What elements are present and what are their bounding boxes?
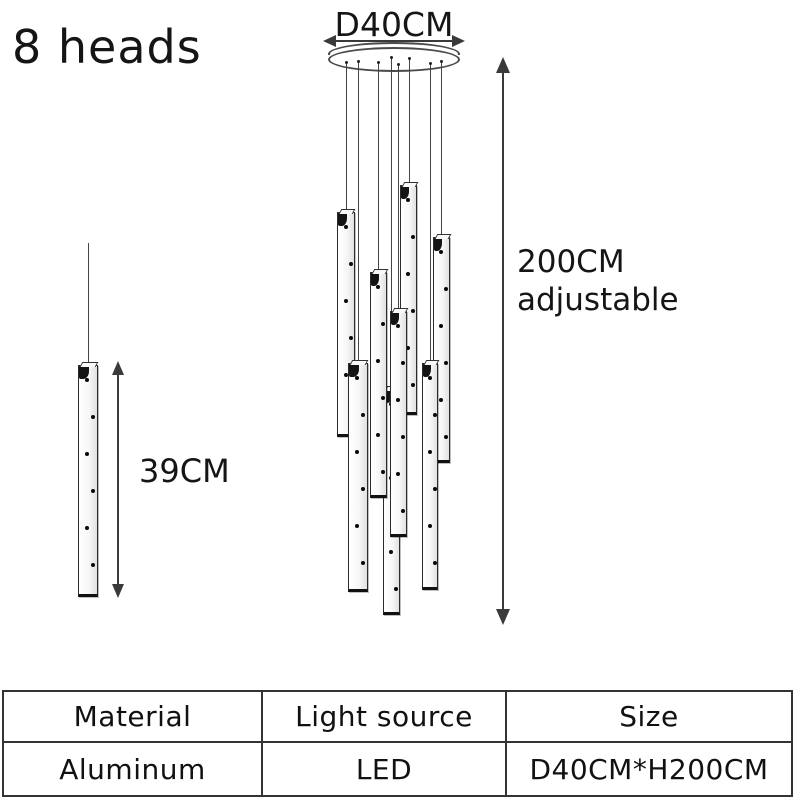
led-dot xyxy=(344,225,348,229)
led-dot xyxy=(406,346,410,350)
suspension-wire xyxy=(346,63,347,214)
pendant-tube xyxy=(422,363,438,590)
led-dot xyxy=(401,361,405,365)
arrow-down-icon xyxy=(112,584,124,598)
led-dot xyxy=(406,272,410,276)
arrow-up-icon xyxy=(496,57,510,73)
led-dot xyxy=(394,587,398,591)
led-dot xyxy=(411,309,415,313)
led-dot xyxy=(401,509,405,513)
arrow-right-icon xyxy=(452,35,465,47)
spec-header-light-source: Light source xyxy=(263,692,507,743)
suspension-wire xyxy=(398,65,399,313)
led-dot xyxy=(349,336,353,340)
led-dot xyxy=(355,450,359,454)
spec-header-size: Size xyxy=(507,692,791,743)
led-dot xyxy=(91,415,95,419)
pendant-tube xyxy=(370,272,387,498)
led-dot xyxy=(361,413,365,417)
led-dot xyxy=(349,262,353,266)
wire-attachment-dot xyxy=(357,60,360,63)
led-dot xyxy=(376,285,380,289)
led-dot xyxy=(381,470,385,474)
led-dot xyxy=(381,322,385,326)
arrow-down-icon xyxy=(496,609,510,625)
led-dot xyxy=(444,361,448,365)
led-dot xyxy=(433,487,437,491)
wire-attachment-dot xyxy=(429,62,432,65)
wire-attachment-dot xyxy=(440,60,443,63)
led-dot xyxy=(396,398,400,402)
led-dot xyxy=(376,433,380,437)
arrow-up-icon xyxy=(112,361,124,375)
led-dot xyxy=(355,524,359,528)
suspension-wire xyxy=(88,243,89,367)
spec-value-light-source: LED xyxy=(263,743,507,795)
suspension-wire xyxy=(441,62,442,239)
led-dot xyxy=(411,383,415,387)
single-height-arrow-line xyxy=(117,374,119,586)
canopy-plate xyxy=(328,47,460,72)
led-dot xyxy=(376,359,380,363)
led-dot xyxy=(433,561,437,565)
suspension-wire xyxy=(358,62,359,365)
canopy-diameter-label: D40CM xyxy=(334,5,454,44)
led-dot xyxy=(439,398,443,402)
diameter-arrow-line xyxy=(327,40,461,42)
led-dot xyxy=(396,324,400,328)
led-dot xyxy=(439,250,443,254)
led-dot xyxy=(91,489,95,493)
wire-attachment-dot xyxy=(345,61,348,64)
heads-count-label: 8 heads xyxy=(12,20,202,74)
led-dot xyxy=(85,378,89,382)
single-pendant-height-label: 39CM xyxy=(139,452,230,490)
led-dot xyxy=(406,198,410,202)
led-dot xyxy=(444,435,448,439)
height-arrow-line xyxy=(502,70,504,611)
spec-value-size: D40CM*H200CM xyxy=(529,752,769,786)
led-dot xyxy=(428,450,432,454)
pendant-tube xyxy=(348,363,368,592)
wire-attachment-dot xyxy=(397,63,400,66)
led-dot xyxy=(381,396,385,400)
led-dot xyxy=(361,561,365,565)
spec-header-material: Material xyxy=(4,692,263,743)
led-dot xyxy=(344,373,348,377)
led-dot xyxy=(411,235,415,239)
pendant-tube xyxy=(390,311,407,537)
spec-value-material: Aluminum xyxy=(4,743,263,795)
drop-height-label: 200CM adjustable xyxy=(517,244,679,320)
arrow-left-icon xyxy=(323,35,336,47)
suspension-wire xyxy=(391,58,392,391)
suspension-wire xyxy=(430,64,431,365)
led-dot xyxy=(444,287,448,291)
suspension-wire xyxy=(378,63,379,274)
led-dot xyxy=(396,472,400,476)
led-dot xyxy=(433,413,437,417)
spec-table: Material Light source Size Aluminum LED … xyxy=(2,690,793,797)
led-dot xyxy=(91,563,95,567)
led-dot xyxy=(428,376,432,380)
suspension-wire xyxy=(409,59,410,187)
drop-height-qualifier: adjustable xyxy=(517,281,679,318)
led-dot xyxy=(389,550,393,554)
led-dot xyxy=(85,526,89,530)
led-dot xyxy=(344,299,348,303)
led-dot xyxy=(428,524,432,528)
wire-attachment-dot xyxy=(390,56,393,59)
led-dot xyxy=(439,324,443,328)
pendant-tube xyxy=(78,365,98,597)
led-dot xyxy=(355,376,359,380)
wire-attachment-dot xyxy=(377,61,380,64)
wire-attachment-dot xyxy=(408,57,411,60)
led-dot xyxy=(401,435,405,439)
drop-height-value: 200CM xyxy=(517,244,625,280)
led-dot xyxy=(361,487,365,491)
led-dot xyxy=(85,452,89,456)
